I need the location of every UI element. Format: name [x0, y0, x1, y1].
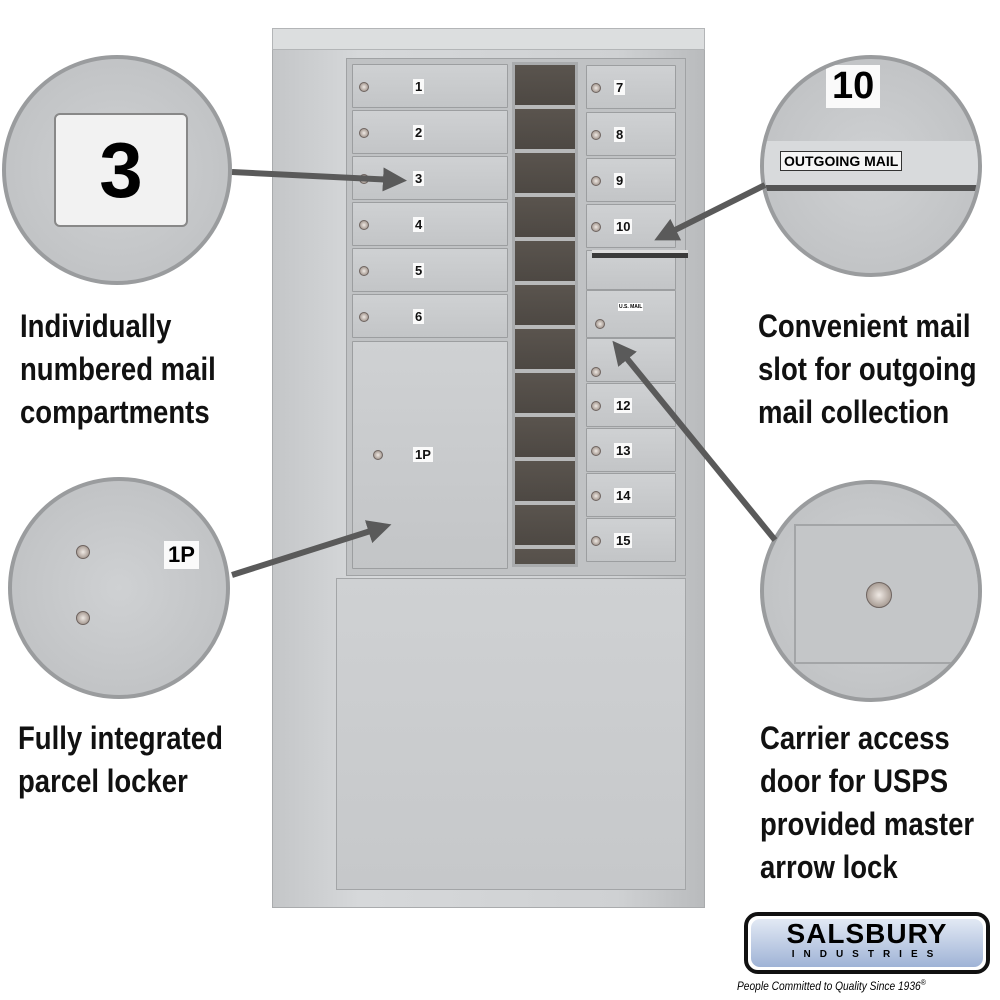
lock-icon [373, 450, 383, 460]
callout-line: mail collection [758, 394, 950, 430]
lock-icon [359, 312, 369, 322]
door-number: 3 [413, 171, 425, 186]
lock-icon [591, 367, 601, 377]
cabinet-base-panel [336, 578, 686, 890]
mailbox-door-7[interactable]: 7 [586, 65, 676, 109]
brand-tagline: People Committed to Quality Since 1936® [737, 978, 926, 993]
lock-icon [591, 446, 601, 456]
arrow-carrier [612, 340, 778, 542]
carrier-access-door[interactable] [586, 290, 676, 338]
zoom-number-plate: 10 [826, 65, 881, 108]
lock-icon [591, 176, 601, 186]
callout-line: parcel locker [18, 763, 188, 799]
callout-numbered-text: Individually numbered mail compartments [20, 305, 216, 434]
callout-parcel-text: Fully integrated parcel locker [18, 717, 223, 803]
callout-line: Carrier access [760, 720, 950, 756]
callout-outgoing-text: Convenient mail slot for outgoing mail c… [758, 305, 977, 434]
callout-line: compartments [20, 394, 210, 430]
door-number: 1 [413, 79, 425, 94]
mailbox-door-2[interactable]: 2 [352, 110, 508, 154]
salsbury-logo: SALSBURY INDUSTRIES [744, 912, 990, 974]
zoom-circle-outgoing: 10 OUTGOING MAIL [760, 55, 982, 277]
lock-icon [591, 536, 601, 546]
arrow-parcel [231, 520, 392, 578]
lock-icon [591, 130, 601, 140]
lock-icon [591, 222, 601, 232]
door-number: 7 [614, 80, 626, 95]
callout-line: numbered mail [20, 351, 216, 387]
mailbox-door-13[interactable]: 13 [586, 428, 676, 472]
interior-shelves [512, 62, 578, 567]
brand-name: SALSBURY [786, 918, 948, 949]
zoom-circle-carrier [760, 480, 982, 702]
arrow-numbered [231, 167, 407, 192]
zoom-circle-number: 3 [2, 55, 232, 285]
mailbox-door-15[interactable]: 15 [586, 518, 676, 562]
lock-icon [76, 545, 90, 559]
callout-line: Individually [20, 308, 172, 344]
callout-line: door for USPS [760, 763, 949, 799]
door-number: 10 [614, 219, 633, 234]
zoom-number-plate: 3 [54, 113, 188, 227]
callout-carrier-text: Carrier access door for USPS provided ma… [760, 717, 974, 889]
door-number: 13 [614, 443, 633, 458]
tagline-text: People Committed to Quality Since 1936 [737, 979, 921, 993]
cabinet-top [272, 28, 705, 50]
door-number: 15 [614, 533, 633, 548]
lock-icon [595, 319, 605, 329]
mailbox-door-8[interactable]: 8 [586, 112, 676, 156]
zoom-parcel-label: 1P [164, 541, 199, 569]
zoom-circle-parcel: 1P [8, 477, 230, 699]
outgoing-slot-opening [592, 250, 688, 258]
arrow-lock-icon [866, 582, 892, 608]
zoom-outgoing-label: OUTGOING MAIL [780, 151, 903, 171]
callout-line: slot for outgoing [758, 351, 977, 387]
brand-sub: INDUSTRIES [791, 949, 943, 960]
callout-line: Fully integrated [18, 720, 223, 756]
lock-icon [359, 220, 369, 230]
mailbox-door-6[interactable]: 6 [352, 294, 508, 338]
lock-icon [76, 611, 90, 625]
mailbox-door-9[interactable]: 9 [586, 158, 676, 202]
lock-icon [359, 266, 369, 276]
door-number: 1P [413, 447, 433, 462]
mailbox-door-5[interactable]: 5 [352, 248, 508, 292]
lock-icon [359, 82, 369, 92]
lock-icon [591, 401, 601, 411]
callout-line: Convenient mail [758, 308, 971, 344]
registered-mark: ® [920, 978, 926, 987]
us-mail-tag: U.S. MAIL [618, 303, 644, 311]
door-number: 5 [413, 263, 425, 278]
door-number: 9 [614, 173, 626, 188]
lock-icon [359, 128, 369, 138]
door-number: 14 [614, 488, 633, 503]
callout-line: provided master [760, 806, 975, 842]
door-number: 6 [413, 309, 425, 324]
door-number: 2 [413, 125, 425, 140]
door-number: 12 [614, 398, 633, 413]
mailbox-door-14[interactable]: 14 [586, 473, 676, 517]
door-number: 8 [614, 127, 626, 142]
callout-line: arrow lock [760, 849, 898, 885]
lock-icon [591, 491, 601, 501]
door-number: 4 [413, 217, 425, 232]
mailbox-door-4[interactable]: 4 [352, 202, 508, 246]
mailbox-door-1[interactable]: 1 [352, 64, 508, 108]
lock-icon [591, 83, 601, 93]
arrow-outgoing [654, 182, 767, 241]
